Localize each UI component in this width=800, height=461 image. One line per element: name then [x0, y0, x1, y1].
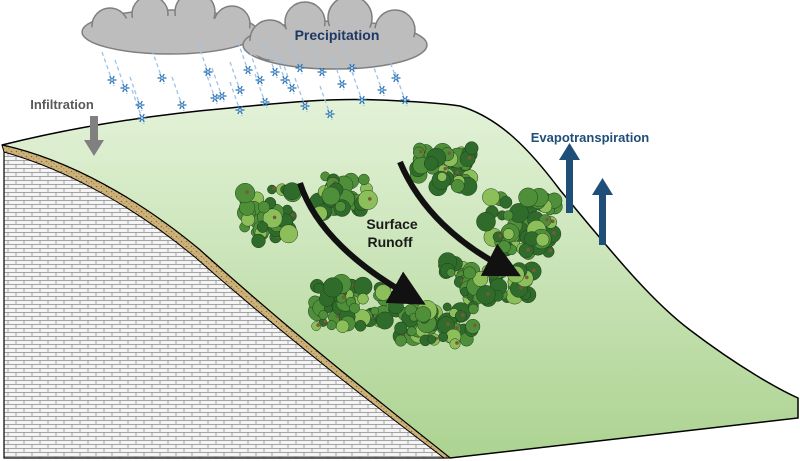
- snowflake-icon: [107, 75, 117, 85]
- precipitation-label: Precipitation: [295, 27, 380, 43]
- snowflake-icon: [210, 93, 220, 103]
- snowflake-icon: [217, 91, 227, 101]
- vegetation-patch-icon: [453, 261, 542, 307]
- snowflake-icon: [260, 97, 270, 107]
- cloud-icon: [81, 0, 259, 55]
- snowflake-icon: [203, 67, 213, 77]
- snowflake-icon: [325, 109, 335, 119]
- down-arrow-icon: [84, 116, 104, 156]
- curved-arrow-icon: [397, 160, 522, 277]
- vegetation-patch-icon: [308, 274, 394, 333]
- snowflake-icon: [135, 100, 145, 110]
- snowflake-icon: [243, 65, 253, 75]
- vegetation-patch-icon: [388, 298, 481, 350]
- vegetation-patch-icon: [409, 141, 479, 197]
- vegetation-patch-icon: [476, 187, 563, 260]
- snowflake-icon: [120, 83, 130, 93]
- vegetation-patch-icon: [235, 182, 302, 249]
- snowflake-icon: [300, 101, 310, 111]
- snowflake-icon: [255, 75, 265, 85]
- up-arrow-icon: [592, 178, 613, 245]
- up-arrow-icon: [559, 143, 580, 213]
- snowflake-icon: [317, 67, 327, 77]
- snowflake-icon: [295, 63, 305, 73]
- snowflake-icon: [177, 100, 187, 110]
- surface-runoff-label-line1: Surface: [366, 216, 418, 232]
- snowflake-icon: [270, 67, 280, 77]
- snowflake-icon: [347, 63, 357, 73]
- infiltration-label: Infiltration: [30, 97, 94, 112]
- snowflake-icon: [391, 73, 401, 83]
- soil-layer: [1, 144, 452, 459]
- snowflake-icon: [235, 85, 245, 95]
- vegetation-patch-icon: [309, 171, 378, 222]
- curved-arrow-icon: [297, 182, 426, 305]
- cloud-icon: [242, 0, 428, 70]
- snowflake-icon: [137, 113, 147, 123]
- vegetation-layer: [235, 141, 563, 350]
- snowflake-icon: [280, 75, 290, 85]
- evapotranspiration-label: Evapotranspiration: [531, 130, 650, 145]
- snowflake-icon: [357, 95, 367, 105]
- snowflake-icon: [235, 105, 245, 115]
- snowflake-icon: [400, 95, 410, 105]
- surface-runoff-label-line2: Runoff: [367, 234, 412, 250]
- snowflake-icon: [287, 83, 297, 93]
- snowflake-icon: [337, 79, 347, 89]
- snowflake-icon: [377, 85, 387, 95]
- snowflake-icon: [157, 73, 167, 83]
- precipitation-particles: [101, 39, 410, 125]
